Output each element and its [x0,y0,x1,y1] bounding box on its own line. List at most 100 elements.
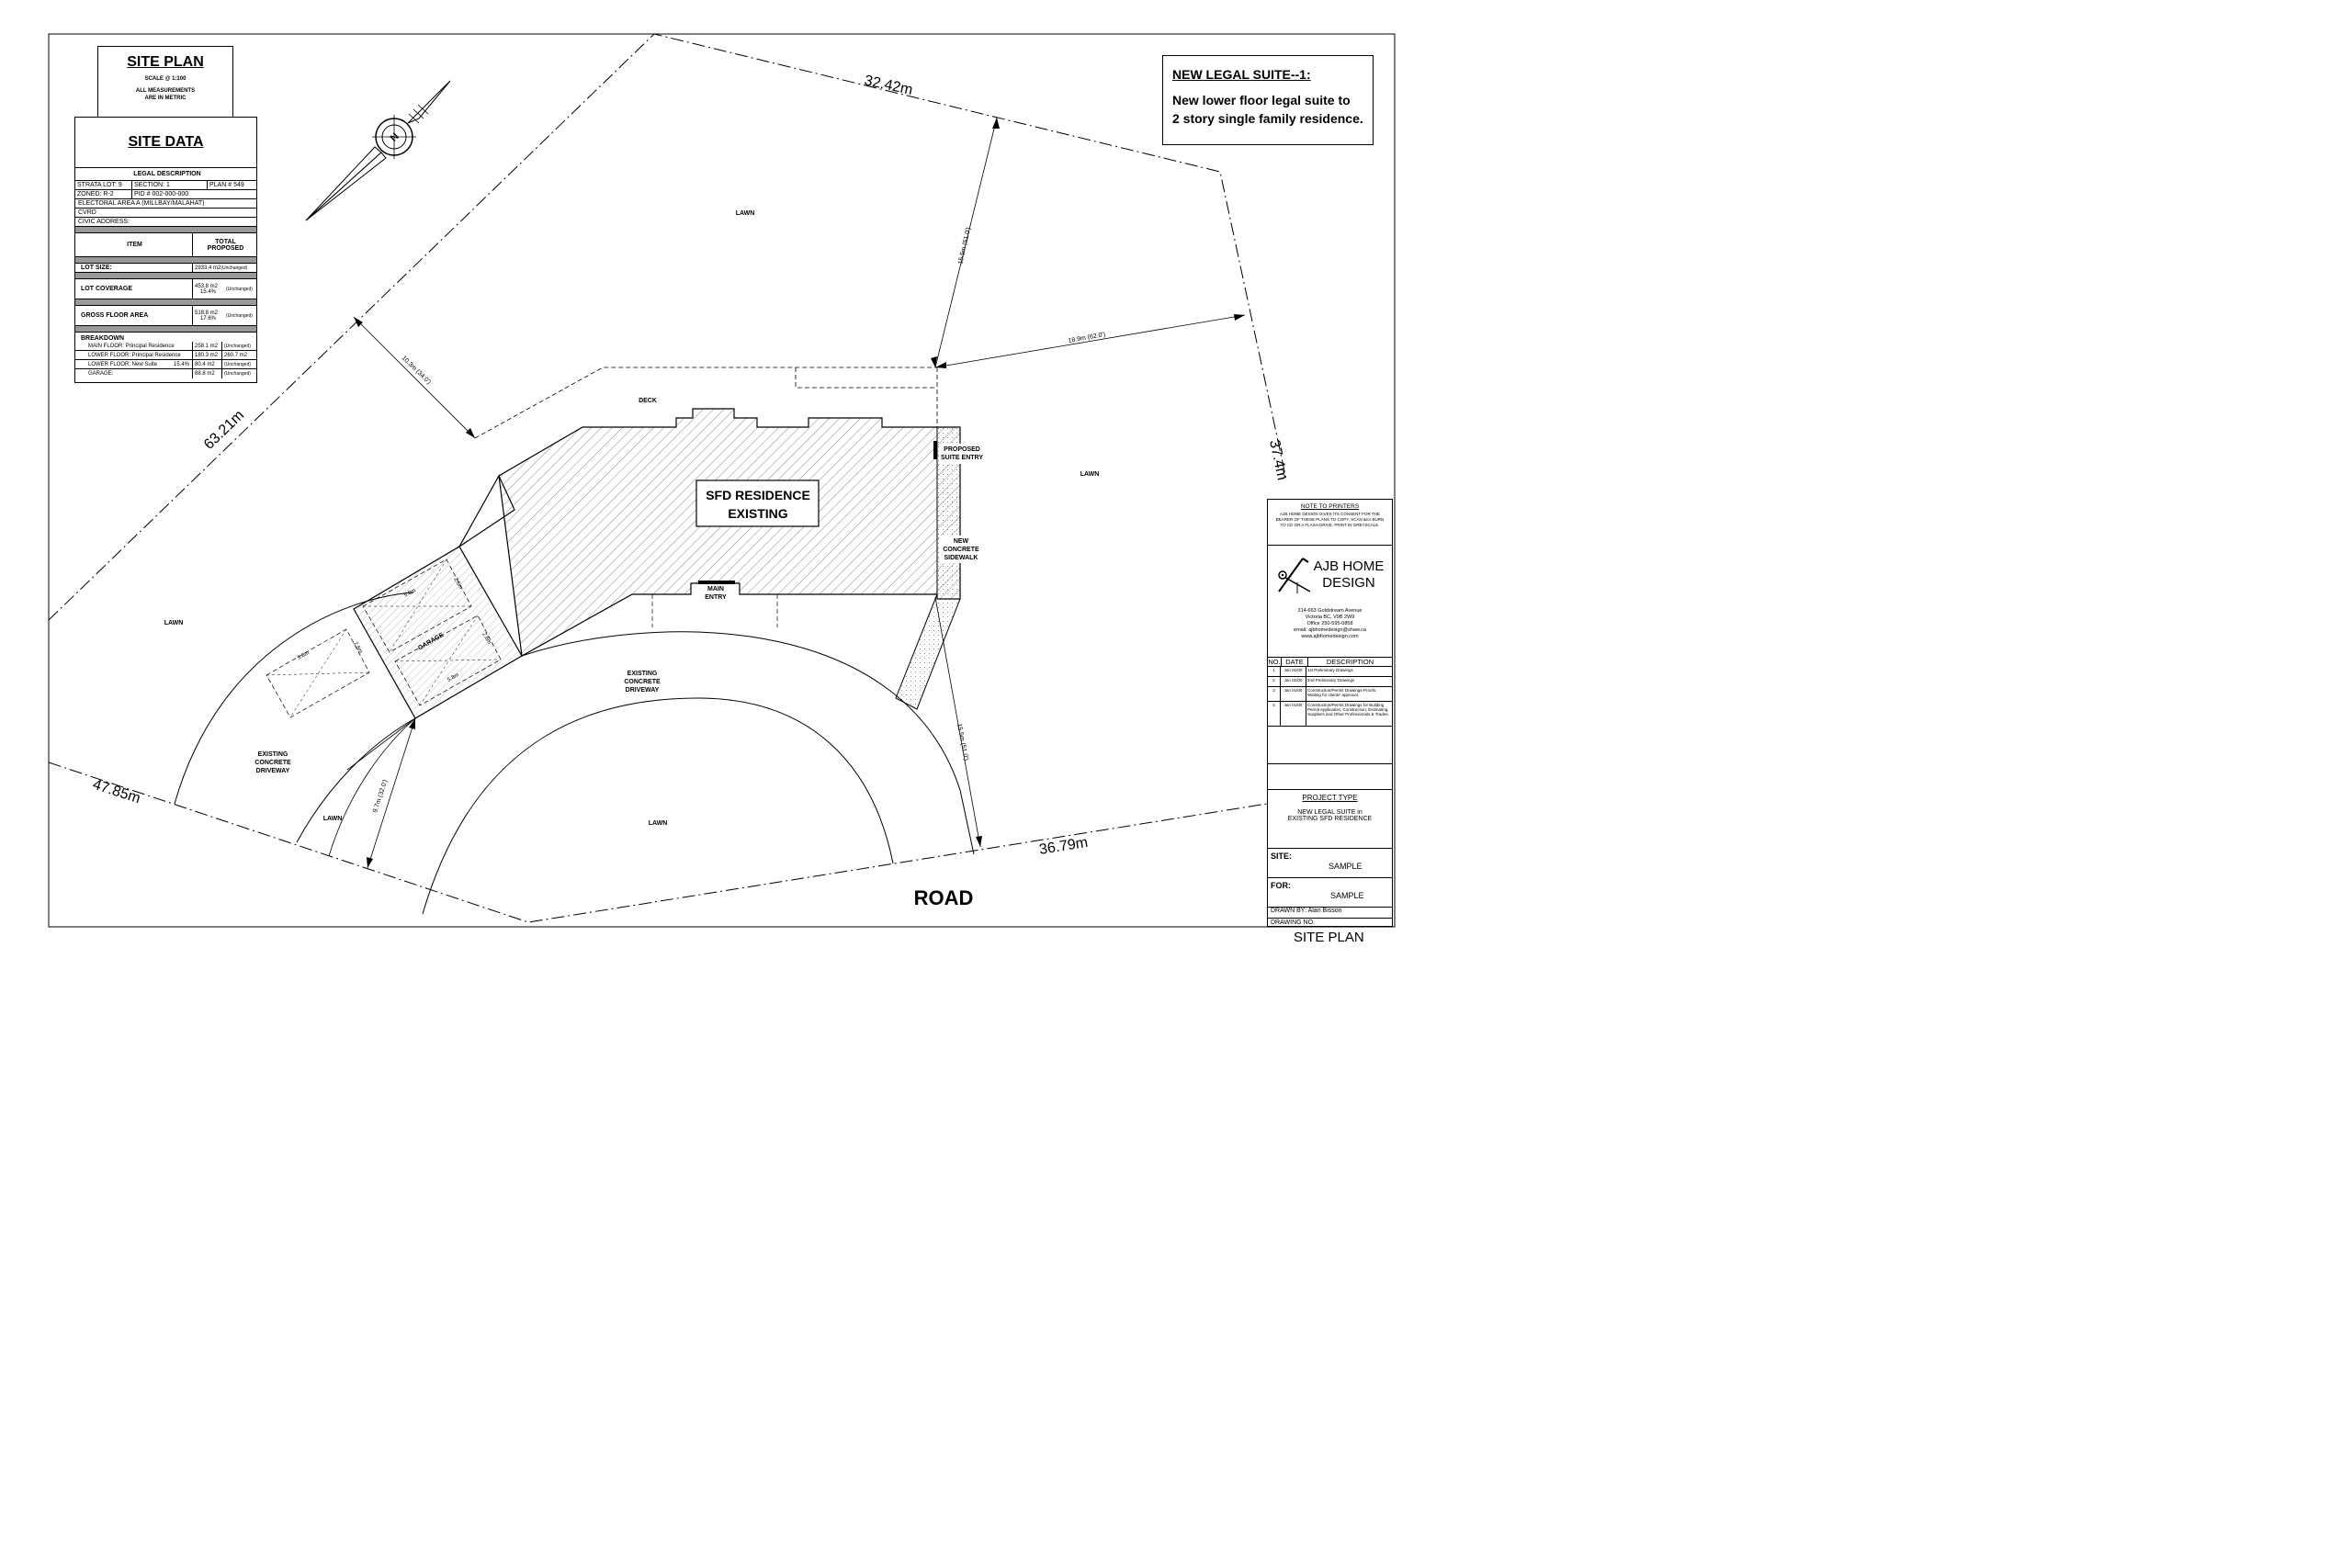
revision-no: 3 [1268,687,1281,701]
new-suite-unchanged: (Unchanged) [224,361,251,367]
lot-coverage-value: 453.8 m2 [195,283,219,289]
new-sidewalk [895,426,961,710]
company-logo-icon [1278,558,1311,593]
lot-coverage-pct: 15.4% [200,288,217,295]
garage-unchanged: (Unchanged) [224,371,251,377]
setback-2: 18.9m (62.0') [1068,332,1106,344]
garage-area-label: GARAGE: [75,369,193,378]
company-address-2: Victoria BC, V9B 2W9 [1305,615,1355,620]
setback-3: 10.3m (34.0') [401,355,432,386]
drawing-no-label: DRAWING NO. [1271,919,1315,926]
garage-area-value: 88.8 m2 [193,369,222,378]
project-type-1: NEW LEGAL SUITE in [1297,809,1363,816]
driveway-left-label-2: CONCRETE [254,760,291,766]
rev-col-no: NO. [1268,658,1282,666]
park-dim-4: 2.6m [481,632,492,646]
site-plan-scale: SCALE @ 1:100 [144,76,187,82]
main-entry-step [698,581,735,584]
suite-note-title: NEW LEGAL SUITE--1: [1172,67,1311,82]
lawn-label-bottom: LAWN [649,820,668,827]
dimension-arrowheads [354,118,1245,868]
site-plan-title: SITE PLAN [127,54,204,70]
deck-label: DECK [639,398,657,404]
civic-address: CIVIC ADDRESS: [75,218,256,227]
lot-size-value: 2933.4 m2 [195,265,221,271]
plan-number: PLAN # 549 [209,182,244,188]
for-field-value: SAMPLE [1330,891,1364,900]
site-data-title: SITE DATA [75,118,256,168]
lot-coverage-label: LOT COVERAGE [75,279,193,299]
breakdown-label: BREAKDOWN [81,335,125,342]
driveway-label-2: CONCRETE [624,679,661,685]
lot-size-unchanged: (Unchanged) [220,265,248,271]
driveway-main-top [521,631,975,855]
lower-total: 260.7 m2 [224,352,248,358]
revision-date: Jan 01/00 [1281,677,1306,686]
site-plan-note-2: ARE IN METRIC [144,96,187,101]
pid: PID # 002-000-000 [134,191,189,197]
revision-date: Jan 01/00 [1281,667,1306,676]
gfa-label: GROSS FLOOR AREA [75,306,193,325]
company-email: email: ajbhomedesign@shaw.ca [1294,627,1366,633]
main-entry-label-1: MAIN [707,586,724,592]
revision-desc: 2nd Preliminary Drawings [1307,678,1355,682]
site-plan-note-1: ALL MEASUREMENTS [135,88,196,94]
gfa-unchanged: (Unchanged) [226,312,253,319]
company-address-1: 314-663 Goldstream Avenue [1297,608,1363,614]
gfa-value: 518.8 m2 [195,310,219,316]
revision-desc: Construction/Permit Drawings-Proofs: Wai… [1307,688,1377,697]
park-dim-5: 5.8m [297,650,311,661]
gfa-pct: 17.6% [200,315,217,321]
project-type-label: PROJECT TYPE [1302,794,1358,802]
cvrd: CVRD [75,209,256,218]
revision-date: Jan 01/00 [1281,687,1306,701]
legal-description-header: LEGAL DESCRIPTION [75,168,256,181]
revision-no: 2 [1268,677,1281,686]
main-entry-label-2: ENTRY [705,594,727,601]
residence-footprint [458,408,961,657]
lower-floor-label: LOWER FLOOR: Principal Residence [75,351,193,359]
revision-date: Jan 01/00 [1281,702,1306,726]
lot-coverage-unchanged: (Unchanged) [226,286,253,292]
revision-no: 1 [1268,667,1281,676]
company-name-2: DESIGN [1322,575,1375,591]
lower-floor-value: 180.3 m2 [193,351,222,359]
property-line [48,33,1287,621]
sidewalk-label-3: SIDEWALK [944,555,978,561]
zoned: ZONED: R-2 [75,190,132,198]
suite-note-line-2: 2 story single family residence. [1172,111,1363,126]
suite-entry-label-1: PROPOSED [944,446,980,453]
driveway-label-3: DRIVEWAY [626,687,660,694]
lawn-label-top: LAWN [736,210,755,217]
note-to-printers-text: AJB HOME DESIGN GIVES ITS CONSENT FOR TH… [1275,512,1385,527]
site-plan-title-box: SITE PLAN SCALE @ 1:100 ALL MEASUREMENTS… [97,46,233,118]
suite-entry-label-2: SUITE ENTRY [941,455,983,461]
driveway-inner-curve [296,717,416,843]
company-web: www.ajbhomedesign.com [1301,634,1359,639]
lawn-strip [328,717,416,857]
lawn-label-right: LAWN [1080,471,1100,478]
north-arrow [305,80,451,221]
dim-bottom-right: 36.79m [1038,835,1089,858]
sheet-border [48,33,1396,928]
site-plan-drawing: N 32.42m 63.21m 37.4m 47.85m 36.79m 15.5… [48,33,1396,928]
driveway-outer-curve [174,592,414,805]
lawn-label-left: LAWN [164,620,184,626]
park-dim-6: 2.6m [352,641,363,655]
residence-label-box [695,479,820,527]
deck-outline [474,367,937,439]
new-suite-label: LOWER FLOOR: New Suite [88,361,158,367]
company-name-1: AJB HOME [1313,558,1385,574]
dim-right: 37.4m [1266,438,1290,481]
legal-suite-note: NEW LEGAL SUITE--1: New lower floor lega… [1162,55,1374,145]
electoral-area: ELECTORAL AREA A (MILLBAY/MALAHAT) [75,199,256,209]
residence-label-1: SFD RESIDENCE [706,488,810,502]
strata-lot: STRATA LOT: 9 [75,181,132,189]
title-block: NOTE TO PRINTERS AJB HOME DESIGN GIVES I… [1267,499,1393,945]
for-field-label: FOR: [1271,881,1291,890]
park-dim-1: 5.8m [403,588,417,599]
